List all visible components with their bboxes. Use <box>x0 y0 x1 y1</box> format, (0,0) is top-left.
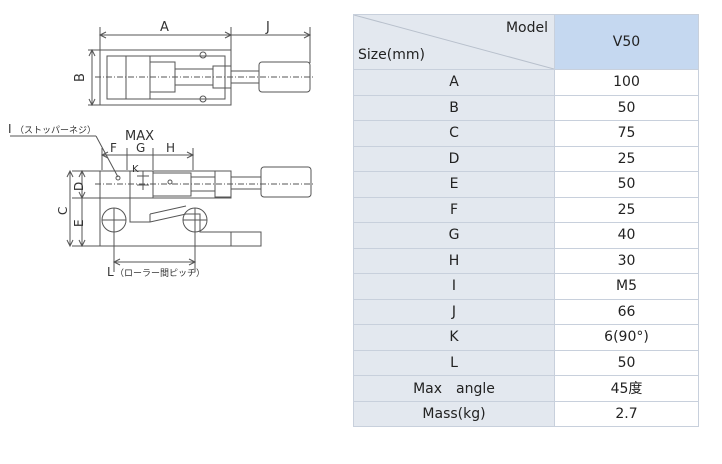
row-label: J <box>353 298 555 325</box>
row-label: G <box>353 222 555 249</box>
dim-max: MAX <box>125 129 154 144</box>
row-value: 50 <box>554 349 699 376</box>
row-value: 40 <box>554 222 699 249</box>
stopper-note: （ストッパーネジ） <box>15 125 96 136</box>
row-value: 25 <box>554 145 699 172</box>
row-label: L <box>353 349 555 376</box>
dim-e: E <box>72 219 86 227</box>
row-label: H <box>353 247 555 274</box>
row-label: C <box>353 120 555 147</box>
header-model-label: Model <box>505 20 548 36</box>
dim-i: I <box>8 122 12 136</box>
row-value: 100 <box>554 69 699 96</box>
row-label: K <box>353 324 555 351</box>
row-label: B <box>353 94 555 121</box>
row-label: F <box>353 196 555 223</box>
row-label: Mass(kg) <box>353 400 555 427</box>
dim-a: A <box>160 20 169 35</box>
dim-j: J <box>265 20 270 35</box>
row-label: A <box>353 69 555 96</box>
row-value: M5 <box>554 273 699 300</box>
row-label: E <box>353 171 555 198</box>
row-label: Max angle <box>353 375 555 402</box>
row-value: 75 <box>554 120 699 147</box>
diagonal-divider <box>354 15 554 69</box>
dim-g: G <box>136 141 145 155</box>
table-header-row: Model Size(mm) V50 <box>353 14 699 70</box>
dim-d: D <box>72 182 86 191</box>
model-name-cell: V50 <box>554 14 699 70</box>
row-value: 50 <box>554 94 699 121</box>
row-label: I <box>353 273 555 300</box>
row-label: D <box>353 145 555 172</box>
dim-h: H <box>166 141 175 155</box>
table-row: Mass(kg)2.7 <box>353 400 699 427</box>
row-value: 66 <box>554 298 699 325</box>
row-value: 30 <box>554 247 699 274</box>
row-value: 45度 <box>554 375 699 402</box>
row-value: 50 <box>554 171 699 198</box>
header-size-label: Size(mm) <box>358 47 425 63</box>
header-corner-cell: Model Size(mm) <box>353 14 555 70</box>
row-value: 25 <box>554 196 699 223</box>
technical-drawing: A J B I （ストッパーネジ） MAX F G H K D C E L （ロ… <box>8 20 315 279</box>
dim-c: C <box>56 207 70 215</box>
dim-b: B <box>73 73 88 82</box>
row-value: 6(90°) <box>554 324 699 351</box>
row-value: 2.7 <box>554 400 699 427</box>
roller-note: （ローラー間ピッチ） <box>115 268 205 279</box>
dim-l: L <box>107 265 114 279</box>
dim-k: K <box>132 164 139 175</box>
dim-f: F <box>110 141 117 155</box>
